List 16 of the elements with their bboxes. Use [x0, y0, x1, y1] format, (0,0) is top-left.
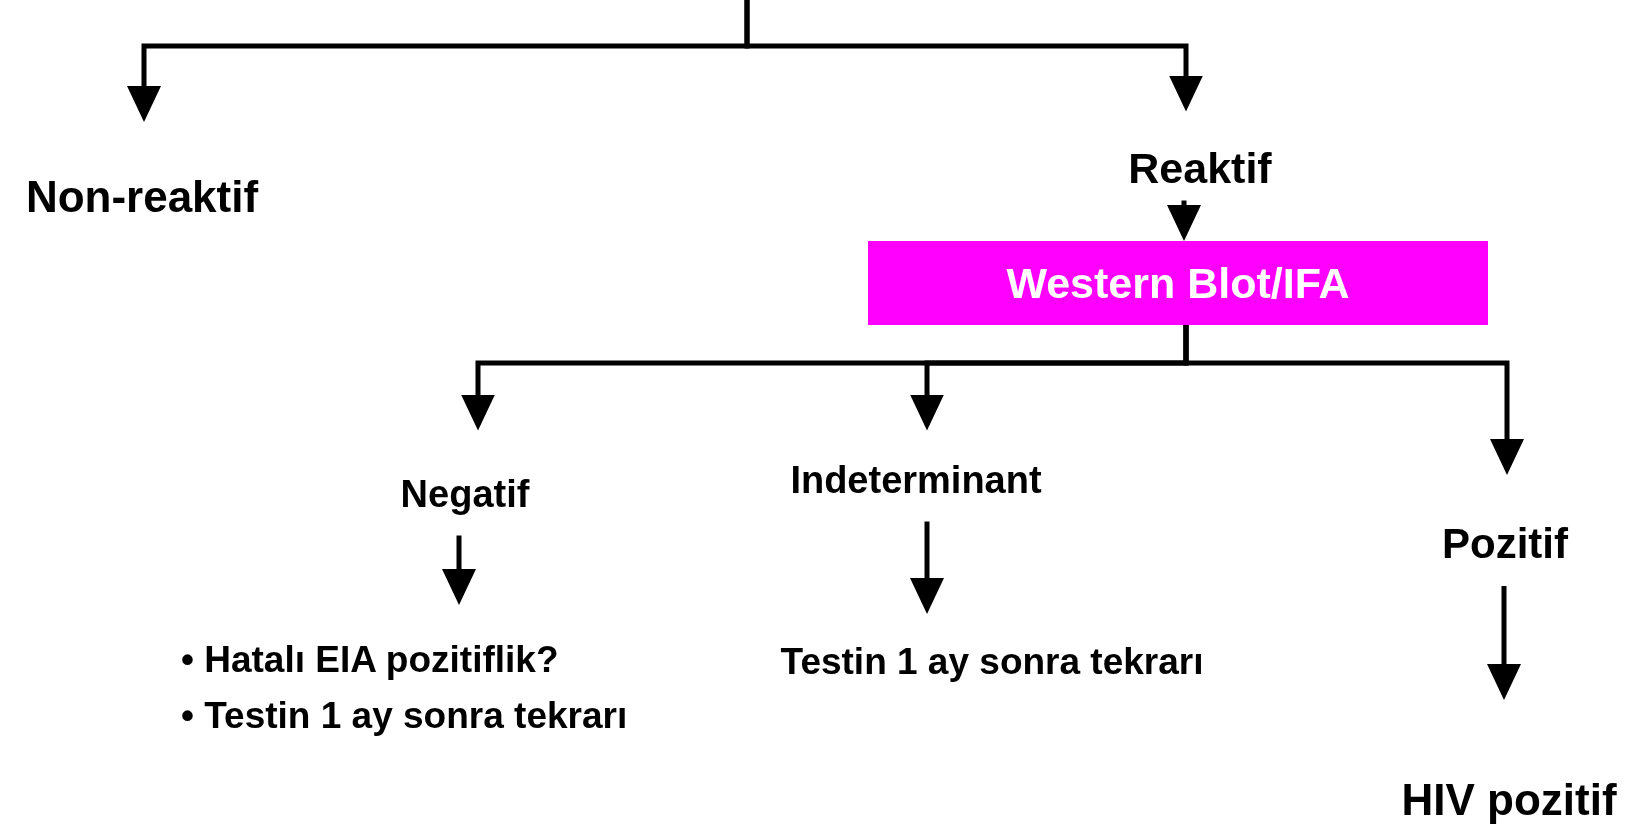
- action-text: Testin 1 ay sonra tekrarı: [780, 641, 1204, 683]
- result-label: Pozitif: [1442, 520, 1568, 568]
- arrow: [1487, 586, 1521, 700]
- test-box: Western Blot/IFA: [868, 241, 1488, 325]
- list-item: • Testin 1 ay sonra tekrarı: [181, 694, 628, 738]
- arrow: [1167, 200, 1201, 241]
- arrow: [744, 0, 1203, 112]
- list-item: • Hatalı EIA pozitiflik?: [181, 638, 560, 682]
- arrow: [1183, 325, 1524, 475]
- result-label: Reaktif: [1128, 143, 1272, 193]
- result-label: Indeterminant: [790, 458, 1042, 502]
- result-label: Non-reaktif: [25, 172, 259, 222]
- arrow: [910, 521, 944, 614]
- result-label: HIV pozitif: [1401, 775, 1617, 825]
- result-label: Negatif: [400, 472, 530, 516]
- arrow: [442, 535, 476, 605]
